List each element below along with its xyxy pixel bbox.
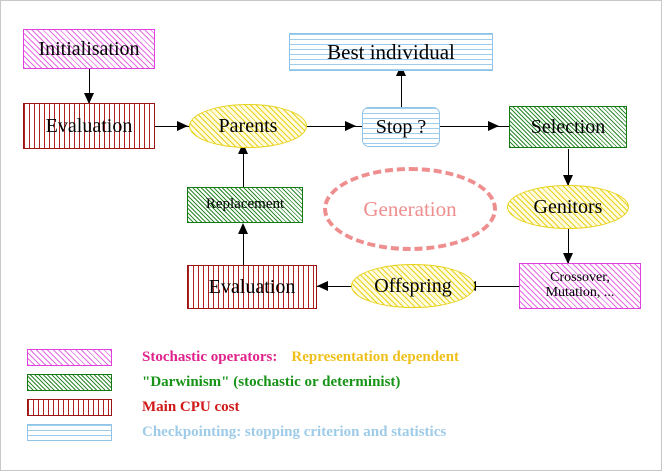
legend-label-stochastic-operators-text: Stochastic operators: <box>142 349 278 365</box>
edge-parents-to-stop-arrowhead <box>345 121 356 131</box>
node-parents[interactable]: Parents <box>189 104 307 148</box>
legend-label-checkpointing-text: Checkpointing: stopping criterion and st… <box>142 424 447 440</box>
edge-evaluation-to-replacement <box>243 229 244 265</box>
legend-row-main-cpu-cost: Main CPU cost <box>27 395 459 420</box>
node-selection[interactable]: Selection <box>509 106 627 148</box>
legend-swatch-magenta-diagonal-hatch <box>27 349 112 366</box>
edge-offspring-to-evaluation <box>317 286 361 287</box>
node-initialisation-label: Initialisation <box>38 37 140 60</box>
edge-initialisation-to-evaluation-arrowhead <box>84 93 94 104</box>
edge-selection-to-genitors-arrowhead <box>563 175 573 186</box>
legend-label-main-cpu-cost-text: Main CPU cost <box>142 399 240 415</box>
node-generation-label: Generation <box>363 196 457 221</box>
node-best-individual[interactable]: Best individual <box>289 33 493 71</box>
legend-row-checkpointing: Checkpointing: stopping criterion and st… <box>27 420 459 445</box>
edge-stop-to-selection <box>439 126 509 127</box>
node-offspring[interactable]: Offspring <box>351 264 475 308</box>
legend: Stochastic operators: Representation depe… <box>27 345 459 445</box>
edge-selection-to-genitors <box>568 149 569 185</box>
node-evaluation-bottom-label: Evaluation <box>208 275 296 298</box>
node-stop[interactable]: Stop ? <box>362 107 440 147</box>
legend-row-stochastic-operators: Stochastic operators: Representation depe… <box>27 345 459 370</box>
node-generation: Generation <box>323 167 497 251</box>
legend-label-darwinism: "Darwinism" (stochastic or determinist) <box>142 374 400 391</box>
node-crossover-mutation-label-line2: Mutation, ... <box>545 285 615 300</box>
node-stop-label: Stop ? <box>375 115 427 138</box>
edge-evaluation-to-parents-arrowhead <box>177 121 188 131</box>
legend-swatch-red-vertical-hatch <box>27 399 112 416</box>
edge-replacement-to-parents <box>243 149 244 187</box>
legend-swatch-green-diagonal-hatch <box>27 374 112 391</box>
node-offspring-label: Offspring <box>374 274 452 297</box>
edge-evaluation-to-replacement-arrowhead <box>238 223 248 234</box>
node-initialisation[interactable]: Initialisation <box>23 29 155 69</box>
edge-initialisation-to-evaluation <box>89 69 90 103</box>
node-selection-label: Selection <box>530 115 606 138</box>
edge-replacement-to-parents-arrowhead <box>238 143 248 154</box>
edge-crossover-to-offspring <box>465 286 519 287</box>
edge-offspring-to-evaluation-arrowhead <box>317 281 328 291</box>
node-evaluation-top[interactable]: Evaluation <box>23 103 155 149</box>
node-evaluation-top-label: Evaluation <box>45 114 133 137</box>
legend-row-darwinism: "Darwinism" (stochastic or determinist) <box>27 370 459 395</box>
legend-label-darwinism-text: "Darwinism" (stochastic or determinist) <box>142 374 401 390</box>
legend-label-checkpointing: Checkpointing: stopping criterion and st… <box>142 424 446 441</box>
legend-swatch-blue-horizontal-hatch <box>27 424 112 441</box>
node-crossover-mutation[interactable]: Crossover, Mutation, ... <box>519 263 641 309</box>
legend-label-stochastic-operators: Stochastic operators: Representation depe… <box>142 349 459 366</box>
edge-stop-to-best-individual <box>401 71 402 107</box>
node-crossover-mutation-label-line1: Crossover, <box>550 270 610 286</box>
edge-genitors-to-crossover <box>568 229 569 263</box>
node-best-individual-label: Best individual <box>327 39 455 64</box>
node-evaluation-bottom[interactable]: Evaluation <box>187 265 317 309</box>
node-genitors[interactable]: Genitors <box>507 185 629 229</box>
node-parents-label: Parents <box>218 114 278 137</box>
node-replacement-label: Replacement <box>205 196 285 213</box>
node-replacement[interactable]: Replacement <box>187 187 303 223</box>
legend-label-main-cpu-cost: Main CPU cost <box>142 399 240 416</box>
edge-parents-to-stop <box>307 126 365 127</box>
node-genitors-label: Genitors <box>533 195 603 218</box>
edge-stop-to-selection-arrowhead <box>488 121 499 131</box>
edge-genitors-to-crossover-arrowhead <box>563 253 573 264</box>
legend-label-representation-dependent: Representation dependent <box>291 349 460 365</box>
